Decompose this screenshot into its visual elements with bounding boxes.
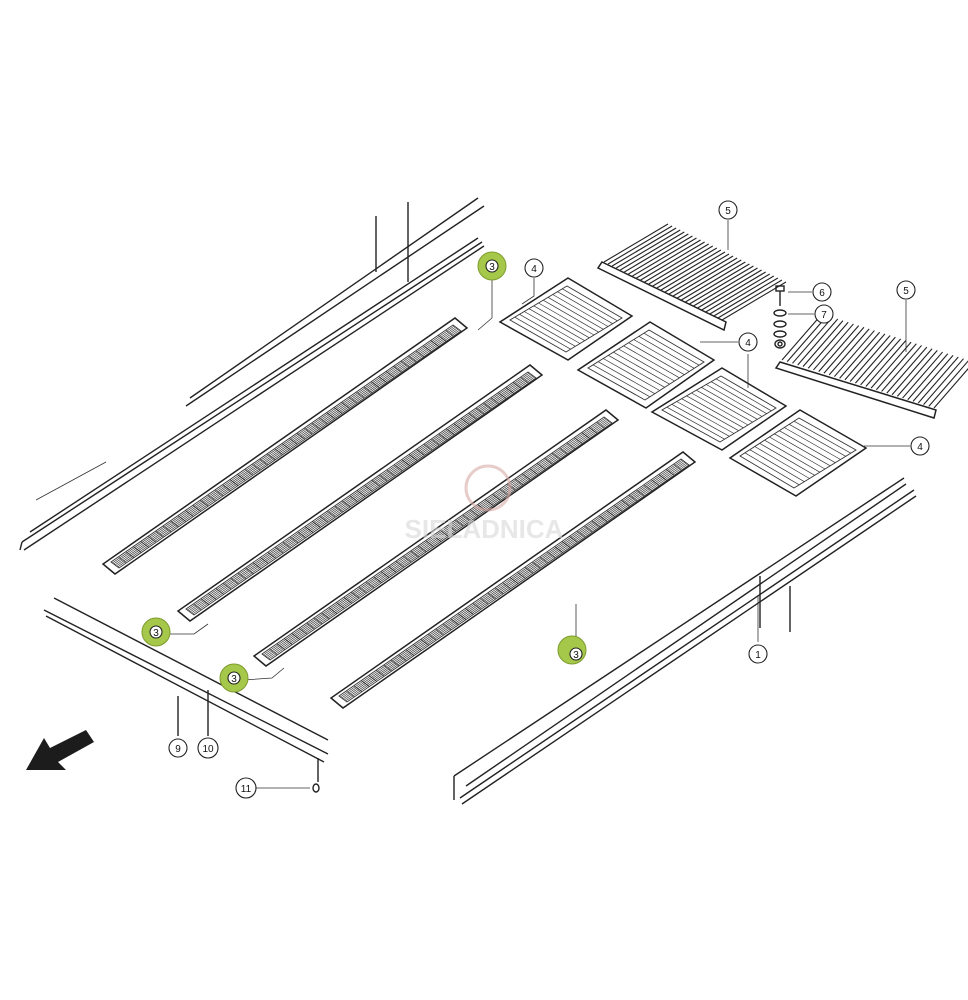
svg-text:3: 3 [573, 650, 579, 661]
callout-1[interactable]: 1 [748, 644, 768, 664]
callout-5-b[interactable]: 5 [896, 280, 916, 300]
slats [112, 325, 460, 568]
callout-3-mid[interactable]: 3 [219, 663, 249, 693]
watermark-logo-icon [464, 464, 512, 512]
svg-text:3: 3 [489, 262, 495, 273]
callout-4-a[interactable]: 4 [524, 258, 544, 278]
bolt-hardware [773, 285, 787, 349]
slats [187, 372, 535, 615]
short-panel-3 [650, 367, 788, 451]
short-panel-2 [576, 321, 716, 409]
svg-text:7: 7 [821, 310, 827, 321]
slats [263, 417, 611, 660]
callout-3-left[interactable]: 3 [141, 617, 171, 647]
sieve-panel-4 [330, 451, 696, 709]
svg-text:3: 3 [153, 628, 159, 639]
callout-7[interactable]: 7 [814, 304, 834, 324]
right-rail [453, 477, 917, 805]
svg-text:4: 4 [917, 442, 923, 453]
callout-5-a[interactable]: 5 [718, 200, 738, 220]
svg-text:5: 5 [725, 206, 731, 217]
svg-text:10: 10 [202, 744, 214, 755]
finger-comb-right [774, 313, 968, 419]
svg-text:11: 11 [241, 784, 252, 795]
slats [340, 459, 688, 702]
short-panel-1 [498, 277, 634, 361]
svg-text:1: 1 [755, 650, 761, 661]
svg-text:4: 4 [745, 338, 751, 349]
leader-lines [166, 220, 910, 789]
short-panel-4 [728, 409, 868, 497]
svg-text:3: 3 [231, 674, 237, 685]
callout-4-b[interactable]: 4 [738, 332, 758, 352]
watermark: SIELADNICA [405, 464, 564, 544]
direction-arrow-icon [26, 730, 94, 770]
sieve-panel-1 [102, 317, 468, 575]
callout-3-right[interactable]: 3 [557, 635, 587, 665]
left-upper-rail [19, 197, 485, 551]
callout-11[interactable]: 11 [235, 777, 257, 799]
sieve-panel-3 [253, 409, 619, 667]
callout-10[interactable]: 10 [197, 737, 219, 759]
svg-text:9: 9 [175, 744, 181, 755]
svg-text:5: 5 [903, 286, 909, 297]
callout-6[interactable]: 6 [812, 282, 832, 302]
callout-4-c[interactable]: 4 [910, 436, 930, 456]
watermark-brand: SIELADNICA [405, 514, 564, 544]
front-rail [43, 597, 329, 793]
callouts: 3 3 3 3 4 4 4 5 [141, 200, 930, 799]
finger-comb-top [596, 223, 787, 332]
svg-text:4: 4 [531, 264, 537, 275]
callout-3-top[interactable]: 3 [477, 251, 507, 281]
sieve-panel-2 [177, 364, 543, 622]
callout-9[interactable]: 9 [168, 738, 188, 758]
svg-text:6: 6 [819, 288, 825, 299]
